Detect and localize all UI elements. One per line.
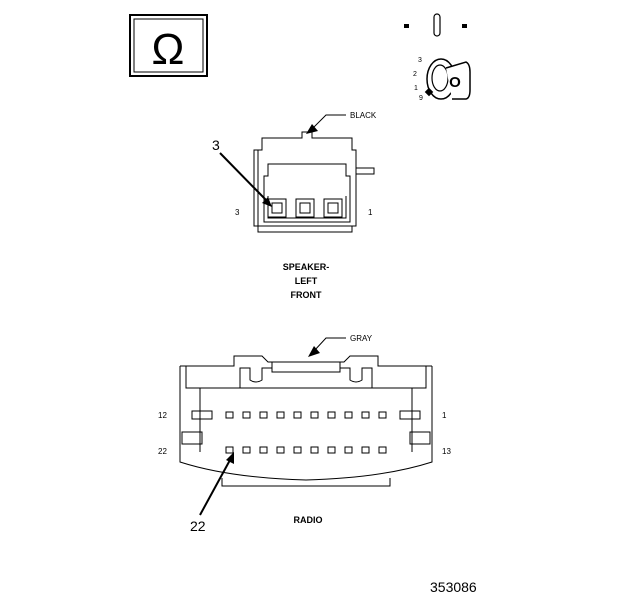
radio-pin-22-label: 22 [158,447,167,456]
speaker-title-line-3: FRONT [291,290,322,300]
speaker-pin-left-label: 3 [235,208,240,217]
ohm-icon: Ω [129,14,208,77]
ignition-position-2: 2 [413,71,417,78]
ignition-position-3: 3 [418,57,422,64]
radio-color-label: GRAY [350,334,373,343]
radio-pin-12-label: 12 [158,411,167,420]
radio-connector: GRAY [158,334,451,534]
radio-title: RADIO [294,515,323,525]
radio-top-terminal-row [225,411,387,419]
speaker-callout-number: 3 [212,137,220,153]
radio-callout-number: 22 [190,518,206,534]
ignition-key-icon: O 3 2 1 9 [404,13,471,102]
figure-number: 353086 [430,579,477,595]
speaker-title-line-2: LEFT [295,276,318,286]
speaker-terminal-3 [267,198,287,218]
key-letter: O [449,74,461,91]
radio-pin-1-label: 1 [442,411,447,420]
radio-bottom-terminal-row [225,446,387,454]
speaker-color-label: BLACK [350,111,377,120]
speaker-title-line-1: SPEAKER- [283,262,330,272]
speaker-terminal-2 [295,198,315,218]
ohm-symbol: Ω [152,25,185,74]
ignition-position-9: 9 [419,95,423,102]
ignition-position-1: 1 [414,85,418,92]
speaker-connector: BLACK 3 1 3 SPEAKER- LEFT [212,111,377,300]
speaker-pin-right-label: 1 [368,208,373,217]
radio-pin-13-label: 13 [442,447,451,456]
speaker-terminal-1 [323,198,343,218]
